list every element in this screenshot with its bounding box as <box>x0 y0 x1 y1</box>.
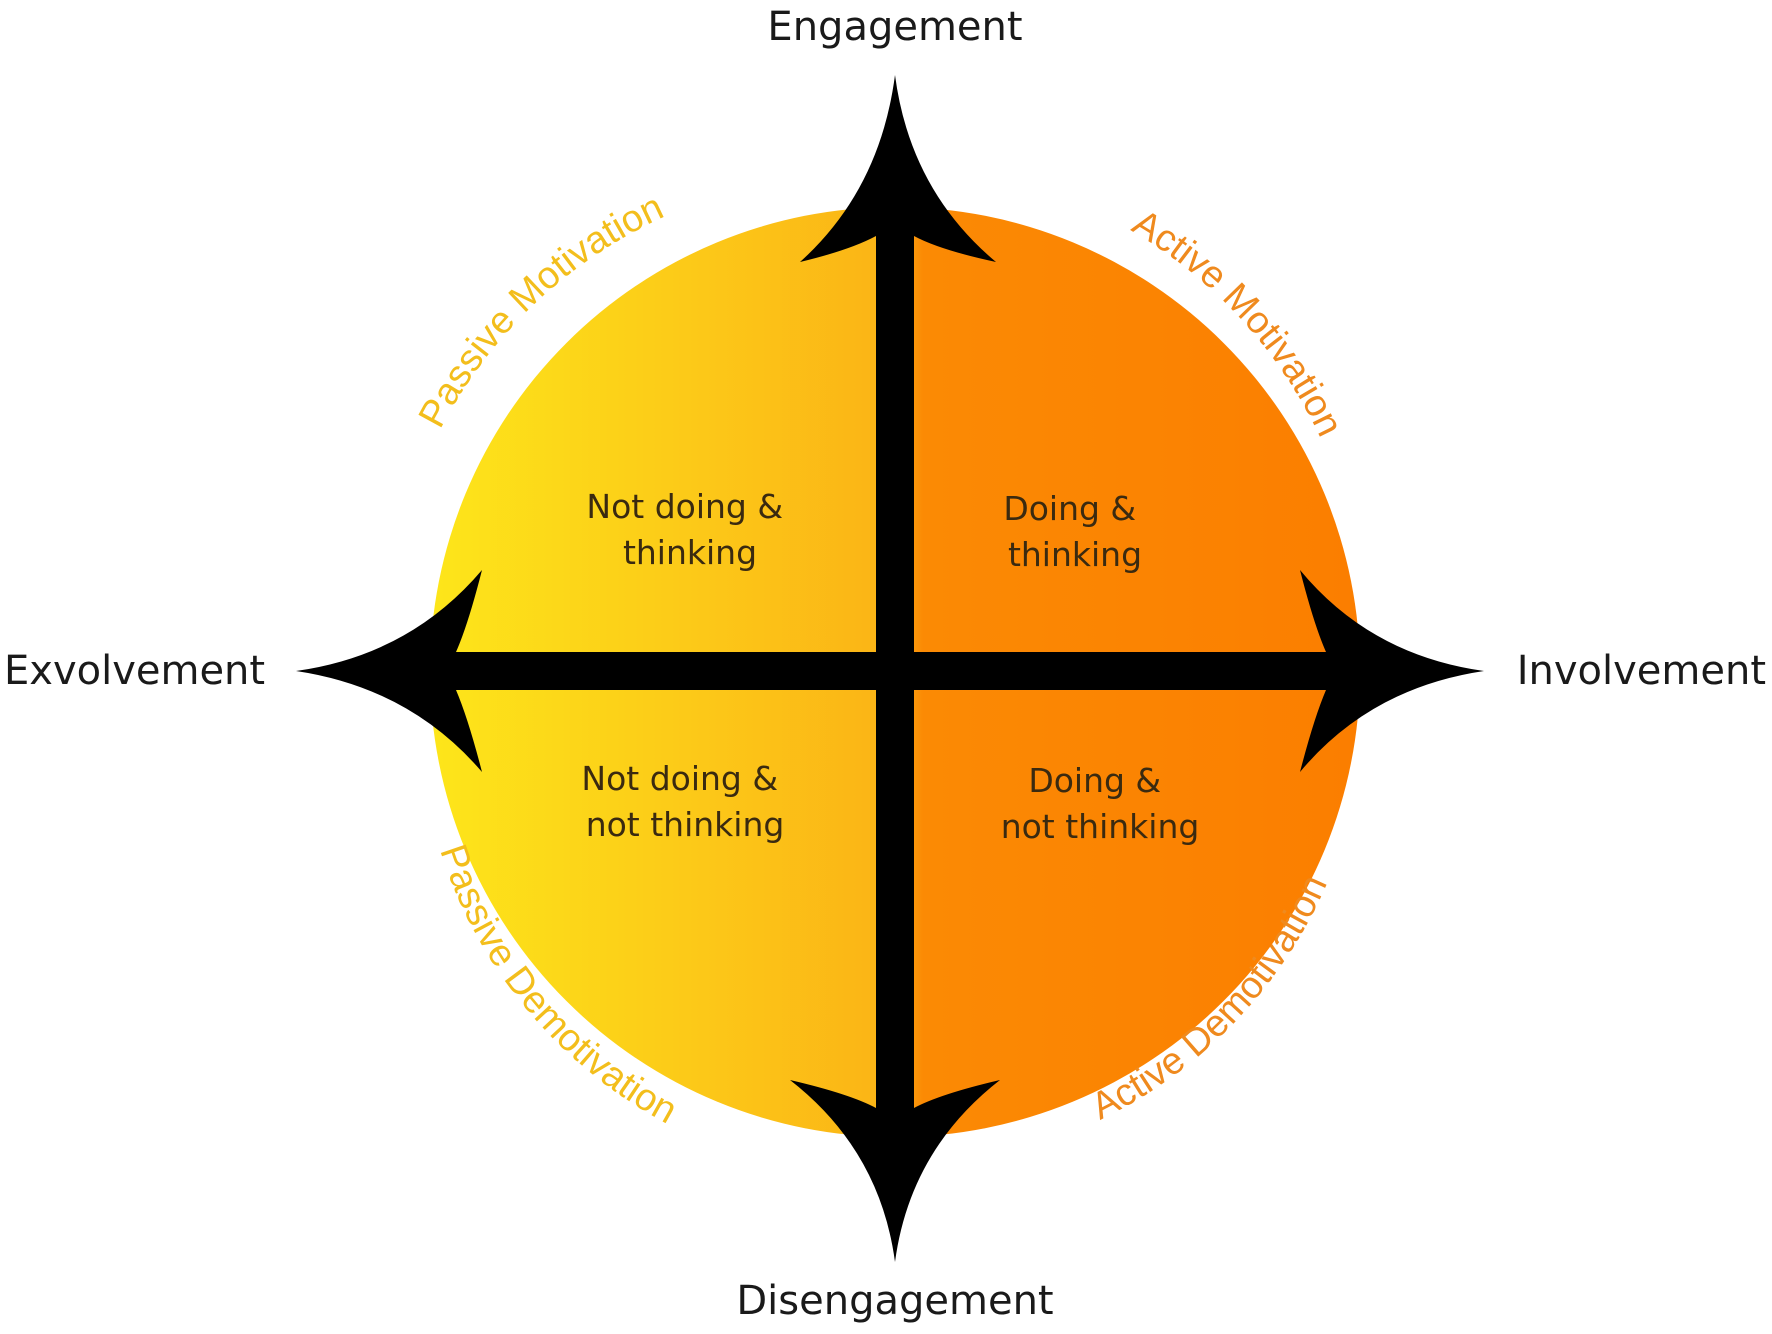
axis-label-bottom: Disengagement <box>736 1278 1053 1324</box>
axis-label-right: Involvement <box>1517 648 1766 694</box>
arrowhead-down <box>790 1080 1000 1262</box>
arrowhead-left <box>296 570 482 772</box>
quadrant-label-bottom-right: Doing & not thinking <box>1001 761 1200 846</box>
axis-label-top: Engagement <box>767 4 1022 50</box>
quadrant-label-top-right: Doing & thinking <box>1003 489 1146 574</box>
horizontal-axis-shaft <box>430 652 1350 690</box>
quadrant-label-bottom-left: Not doing & not thinking <box>581 759 788 844</box>
quadrant-label-top-left: Not doing & thinking <box>586 487 793 572</box>
axis-arrows <box>296 75 1484 1262</box>
axis-label-left: Exvolvement <box>4 648 265 694</box>
arrowhead-up <box>800 75 996 262</box>
arrowhead-right <box>1300 570 1484 772</box>
